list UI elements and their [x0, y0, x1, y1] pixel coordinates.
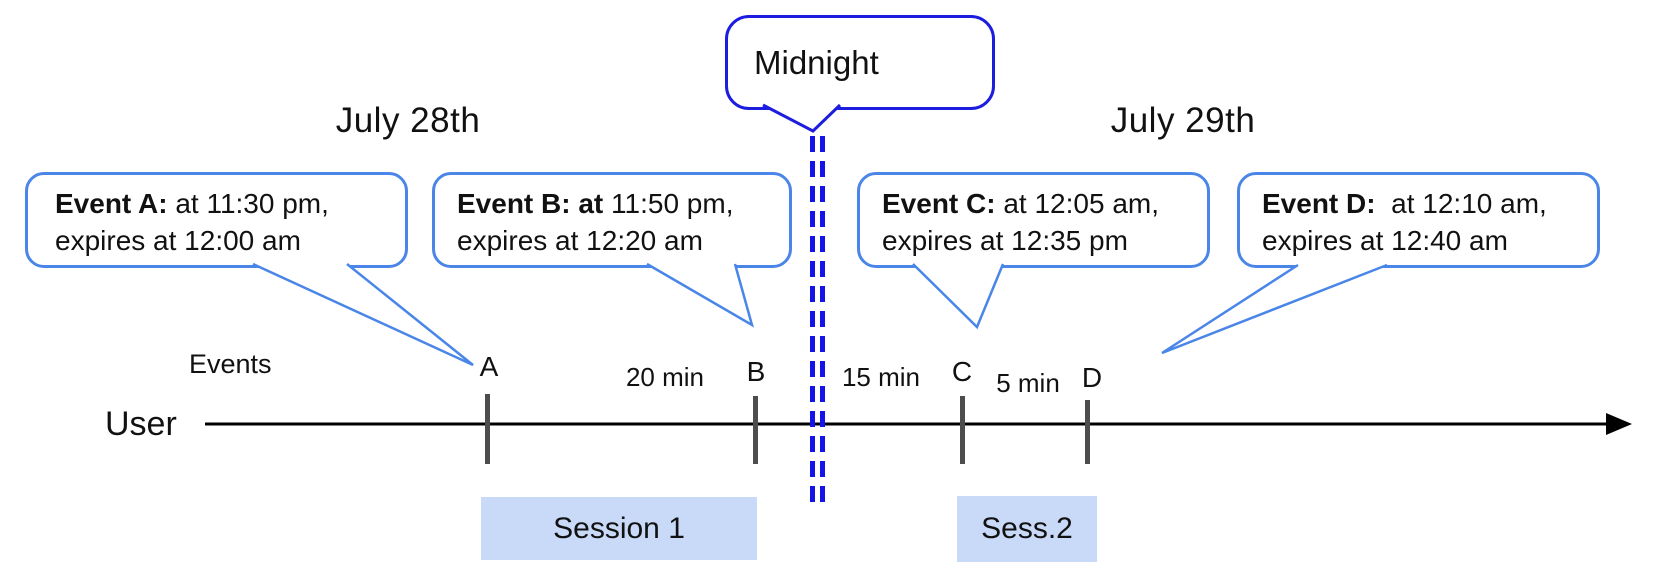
session-2-label: Sess.2 — [981, 512, 1073, 545]
event-d-callout-tail — [1161, 263, 1388, 355]
event-a-callout: Event A: at 11:30 pm, expires at 12:00 a… — [25, 172, 408, 268]
event-b-line2: expires at 12:20 am — [457, 225, 703, 256]
event-a-callout-tail — [252, 262, 474, 367]
event-a-line2: expires at 12:00 am — [55, 225, 301, 256]
date-title-july-28: July 28th — [335, 101, 481, 140]
interval-label-15min: 15 min — [841, 362, 921, 392]
interval-label-5min: 5 min — [996, 368, 1060, 398]
event-a-line1: Event A: at 11:30 pm, — [55, 188, 329, 219]
date-title-july-29: July 29th — [1110, 101, 1256, 140]
tick-label-a: A — [479, 351, 499, 382]
user-row-label: User — [105, 405, 177, 443]
session-1-box: Session 1 — [481, 497, 757, 560]
midnight-callout: Midnight — [725, 15, 995, 110]
timeline-arrowhead-icon — [1606, 413, 1632, 435]
tick-label-c: C — [951, 356, 973, 387]
event-c-line1: Event C: at 12:05 am, — [882, 188, 1160, 219]
event-d-line1: Event D: at 12:10 am, — [1262, 188, 1547, 219]
tick-label-b: B — [746, 356, 766, 387]
event-d-callout: Event D: at 12:10 am, expires at 12:40 a… — [1237, 172, 1600, 268]
event-c-line2: expires at 12:35 pm — [882, 225, 1128, 256]
event-b-callout: Event B: at 11:50 pm, expires at 12:20 a… — [432, 172, 792, 268]
session-2-box: Sess.2 — [957, 496, 1097, 562]
tick-label-d: D — [1081, 362, 1103, 393]
event-b-callout-tail — [646, 262, 755, 328]
event-b-line1: Event B: at 11:50 pm, — [457, 188, 734, 219]
event-c-callout: Event C: at 12:05 am, expires at 12:35 p… — [857, 172, 1210, 268]
event-c-callout-tail — [912, 263, 1005, 330]
session-1-label: Session 1 — [553, 511, 685, 545]
event-d-line2: expires at 12:40 am — [1262, 225, 1508, 256]
events-row-label: Events — [189, 349, 272, 379]
interval-label-20min: 20 min — [625, 362, 705, 392]
midnight-label: Midnight — [754, 43, 879, 81]
